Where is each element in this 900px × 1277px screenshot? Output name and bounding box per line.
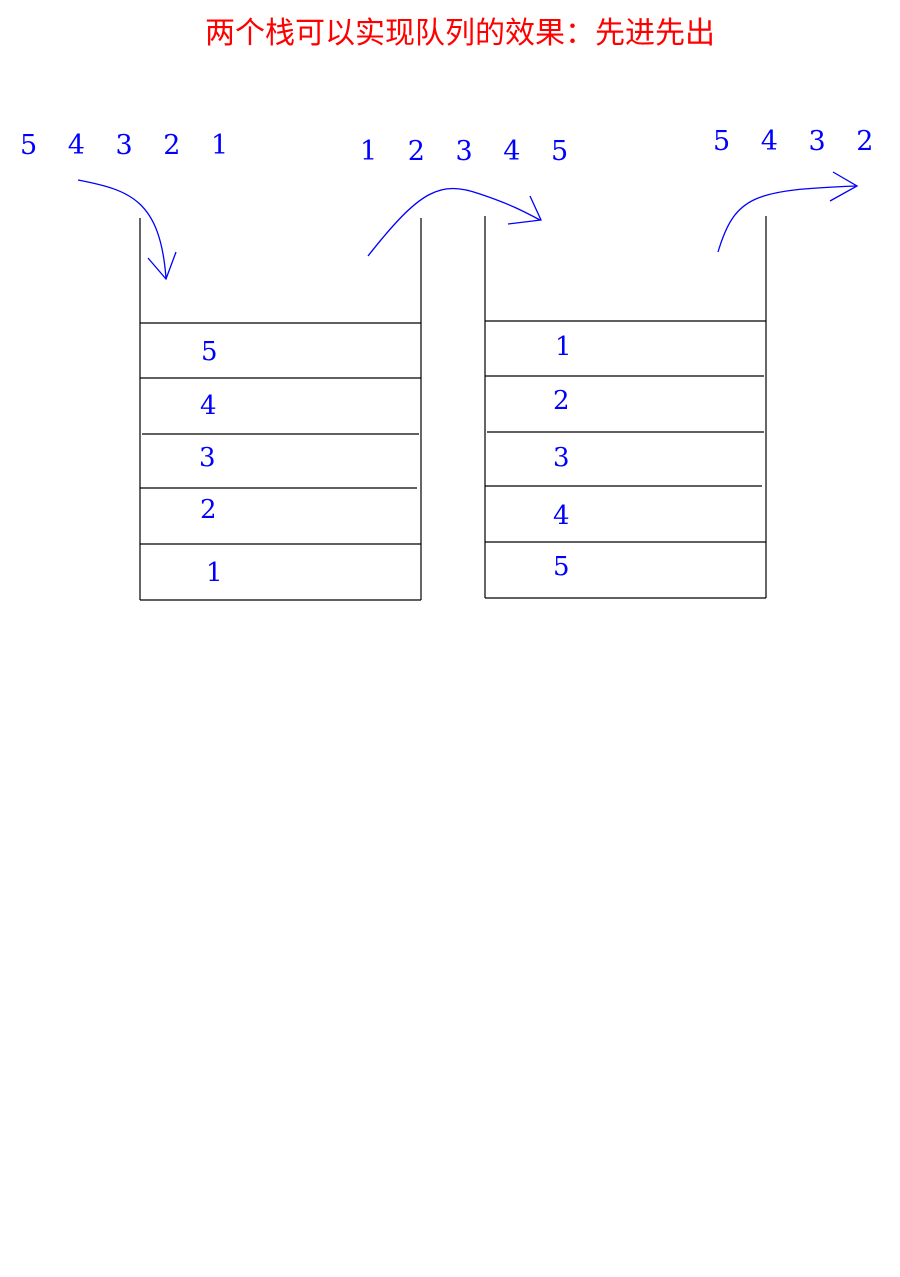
output-sequence: 5 4 3 2 1 <box>713 126 900 157</box>
stack-2 <box>484 216 767 599</box>
stack2-cell-label: 5 <box>553 552 570 582</box>
stack2-cell-label: 4 <box>553 501 570 531</box>
stack1-cell-label: 3 <box>199 443 216 473</box>
stack2-cell-label: 2 <box>553 386 570 416</box>
diagram-title: 两个栈可以实现队列的效果：先进先出 <box>205 16 715 51</box>
stack-1 <box>139 218 422 601</box>
transfer-arrow <box>367 187 542 257</box>
stack2-cell-label: 1 <box>555 332 572 362</box>
pop-arrow <box>717 171 859 253</box>
stack1-cell-label: 2 <box>200 495 217 525</box>
stack2-cell-label: 3 <box>553 443 570 473</box>
stack1-cell-label: 1 <box>206 558 223 588</box>
stack1-cell-label: 5 <box>201 337 218 367</box>
input-sequence: 5 4 3 2 1 <box>20 130 240 161</box>
transfer-sequence: 1 2 3 4 5 <box>360 136 580 167</box>
push-arrow <box>77 179 177 281</box>
stack1-cell-label: 4 <box>200 391 217 421</box>
